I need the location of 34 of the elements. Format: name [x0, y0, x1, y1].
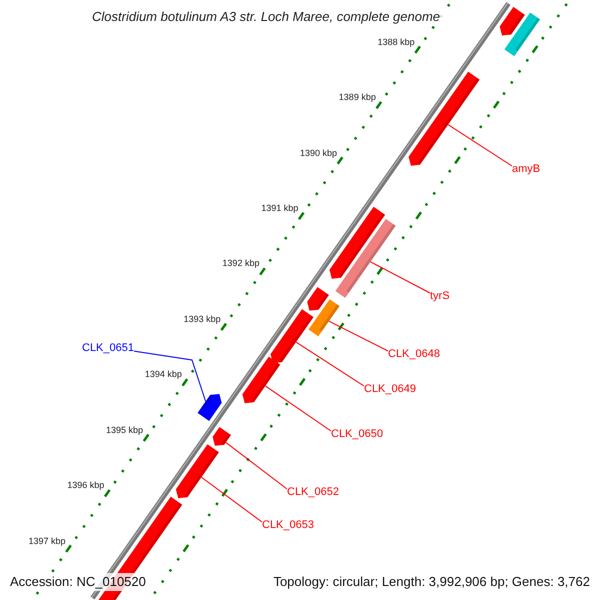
leader-line	[295, 342, 364, 386]
gene-label: CLK_0649	[364, 383, 416, 396]
leader-line	[448, 124, 512, 166]
tick-label: 1390 kbp	[300, 148, 338, 158]
gene-label: CLK_0648	[388, 348, 440, 361]
tick-label: 1392 kbp	[222, 258, 260, 268]
tick-label: 1389 kbp	[338, 92, 376, 102]
gene-label: CLK_0652	[287, 486, 339, 499]
gene-label: tyrS	[430, 290, 450, 303]
leader-line	[370, 261, 430, 294]
gene-feature	[270, 309, 314, 364]
gene-feature	[408, 72, 480, 166]
gene-feature	[212, 427, 231, 446]
gene-label: CLK_0650	[331, 428, 383, 441]
leader-line	[225, 442, 288, 490]
tick-label: 1393 kbp	[184, 314, 221, 324]
gene-label: CLK_0651	[82, 342, 134, 355]
gene-label: CLK_0653	[262, 519, 314, 532]
leader-line	[328, 320, 388, 352]
gene-feature	[242, 356, 280, 404]
tick-label: 1394 kbp	[144, 369, 182, 380]
tick-label: 1388 kbp	[378, 36, 415, 47]
gene-feature	[176, 444, 219, 498]
gene-band	[335, 218, 396, 298]
tick-label: 1397 kbp	[28, 536, 66, 546]
tick-label: 1396 kbp	[67, 480, 104, 490]
gene-band	[308, 299, 340, 336]
gene-label: amyB	[512, 163, 540, 176]
tick-label: 1391 kbp	[261, 202, 298, 213]
leader-line	[264, 385, 332, 432]
leader-line	[200, 476, 262, 522]
gene-feature	[198, 394, 222, 421]
leader-line	[134, 350, 206, 402]
tick-label: 1395 kbp	[106, 424, 144, 435]
